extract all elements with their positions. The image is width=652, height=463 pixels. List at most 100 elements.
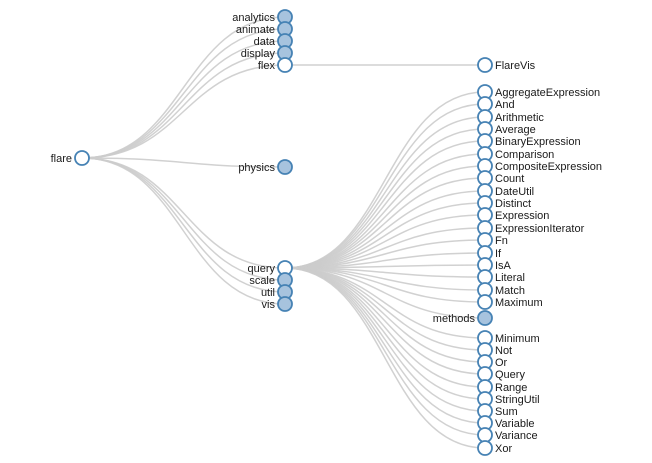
node-label-IsA: IsA <box>495 260 512 272</box>
tree-node-BinaryExpression: BinaryExpression <box>477 133 581 149</box>
node-label-And: And <box>495 99 515 111</box>
node-circle-Maximum[interactable] <box>477 294 493 310</box>
tree-node-AggregateExpression: AggregateExpression <box>477 84 600 100</box>
node-circle-Xor[interactable] <box>477 440 493 456</box>
tree-node-flare: flare <box>51 150 90 166</box>
tree-node-ExpressionIterator: ExpressionIterator <box>477 220 585 236</box>
node-circle-physics[interactable] <box>277 159 293 175</box>
links-layer <box>81 16 486 449</box>
node-circle-flare[interactable] <box>74 150 90 166</box>
tree-node-Match: Match <box>477 282 525 298</box>
tree-node-Xor: Xor <box>477 440 512 456</box>
node-label-Distinct: Distinct <box>495 198 531 210</box>
link-query-StringUtil <box>284 267 486 400</box>
tree-node-Literal: Literal <box>477 269 525 285</box>
node-label-scale: scale <box>249 275 275 287</box>
node-label-AggregateExpression: AggregateExpression <box>495 87 600 99</box>
link-flare-scale <box>81 157 286 281</box>
node-label-Variable: Variable <box>495 418 535 430</box>
tree-node-Or: Or <box>477 354 508 370</box>
node-label-Comparison: Comparison <box>495 149 554 161</box>
node-label-Query: Query <box>495 369 525 381</box>
tree-node-Arithmetic: Arithmetic <box>477 109 544 125</box>
node-label-vis: vis <box>262 299 276 311</box>
tree-node-Comparison: Comparison <box>477 146 554 162</box>
node-label-DateUtil: DateUtil <box>495 186 534 198</box>
node-circle-Expression[interactable] <box>477 207 493 223</box>
node-label-util: util <box>261 287 275 299</box>
link-query-Variable <box>284 267 486 424</box>
node-label-flare: flare <box>51 153 72 165</box>
node-label-Not: Not <box>495 345 512 357</box>
tree-node-Expression: Expression <box>477 207 549 223</box>
node-circle-Count[interactable] <box>477 170 493 186</box>
tree-node-Count: Count <box>477 170 524 186</box>
link-query-Comparison <box>284 153 486 269</box>
node-circle-vis[interactable] <box>277 296 293 312</box>
node-label-Minimum: Minimum <box>495 333 540 345</box>
node-label-flex: flex <box>258 60 276 72</box>
link-query-And <box>284 103 486 269</box>
node-circle-Literal[interactable] <box>477 269 493 285</box>
node-circle-And[interactable] <box>477 96 493 112</box>
node-label-Match: Match <box>495 285 525 297</box>
node-label-Or: Or <box>495 357 508 369</box>
link-query-Xor <box>284 267 486 449</box>
node-circle-Variance[interactable] <box>477 427 493 443</box>
tree-node-query: query <box>247 260 293 276</box>
tree-node-data: data <box>254 33 293 49</box>
link-query-Distinct <box>284 202 486 269</box>
node-label-If: If <box>495 248 502 260</box>
tree-node-physics: physics <box>238 159 293 175</box>
node-label-Xor: Xor <box>495 443 512 455</box>
node-label-Expression: Expression <box>495 210 549 222</box>
tree-node-CompositeExpression: CompositeExpression <box>477 158 602 174</box>
link-query-Average <box>284 128 486 269</box>
node-label-query: query <box>247 263 275 275</box>
node-label-StringUtil: StringUtil <box>495 394 540 406</box>
tree-node-vis: vis <box>262 296 293 312</box>
link-flare-query <box>81 157 286 269</box>
tree-node-Variance: Variance <box>477 427 538 443</box>
tree-node-methods: methods <box>433 310 493 326</box>
link-flare-physics <box>81 157 286 168</box>
node-circle-FlareVis[interactable] <box>477 57 493 73</box>
tree-node-Variable: Variable <box>477 415 535 431</box>
link-query-Arithmetic <box>284 116 486 269</box>
node-label-animate: animate <box>236 24 275 36</box>
node-label-methods: methods <box>433 313 476 325</box>
node-circle-flex[interactable] <box>277 57 293 73</box>
node-label-Literal: Literal <box>495 272 525 284</box>
tree-node-And: And <box>477 96 515 112</box>
node-label-Average: Average <box>495 124 536 136</box>
node-label-Sum: Sum <box>495 406 518 418</box>
tree-node-Not: Not <box>477 342 512 358</box>
nodes-layer: flareanalyticsanimatedatadisplayflexphys… <box>51 9 602 456</box>
node-label-FlareVis: FlareVis <box>495 60 536 72</box>
node-circle-Query[interactable] <box>477 366 493 382</box>
node-circle-Fn[interactable] <box>477 232 493 248</box>
tree-node-display: display <box>241 45 293 61</box>
link-flare-vis <box>81 157 286 305</box>
node-circle-BinaryExpression[interactable] <box>477 133 493 149</box>
node-label-Fn: Fn <box>495 235 508 247</box>
tree-node-flex: flex <box>258 57 293 73</box>
tree-node-IsA: IsA <box>477 257 512 273</box>
node-label-CompositeExpression: CompositeExpression <box>495 161 602 173</box>
tree-node-Distinct: Distinct <box>477 195 531 211</box>
tree-node-Range: Range <box>477 379 527 395</box>
node-label-physics: physics <box>238 162 275 174</box>
link-query-methods <box>284 267 486 319</box>
node-label-BinaryExpression: BinaryExpression <box>495 136 581 148</box>
node-label-Count: Count <box>495 173 524 185</box>
tree-node-Fn: Fn <box>477 232 508 248</box>
node-label-Range: Range <box>495 382 527 394</box>
link-flare-flex <box>81 64 286 159</box>
node-label-display: display <box>241 48 276 60</box>
link-query-Range <box>284 267 486 388</box>
tree-node-Maximum: Maximum <box>477 294 543 310</box>
node-label-Variance: Variance <box>495 430 538 442</box>
node-circle-methods[interactable] <box>477 310 493 326</box>
node-label-Arithmetic: Arithmetic <box>495 112 544 124</box>
